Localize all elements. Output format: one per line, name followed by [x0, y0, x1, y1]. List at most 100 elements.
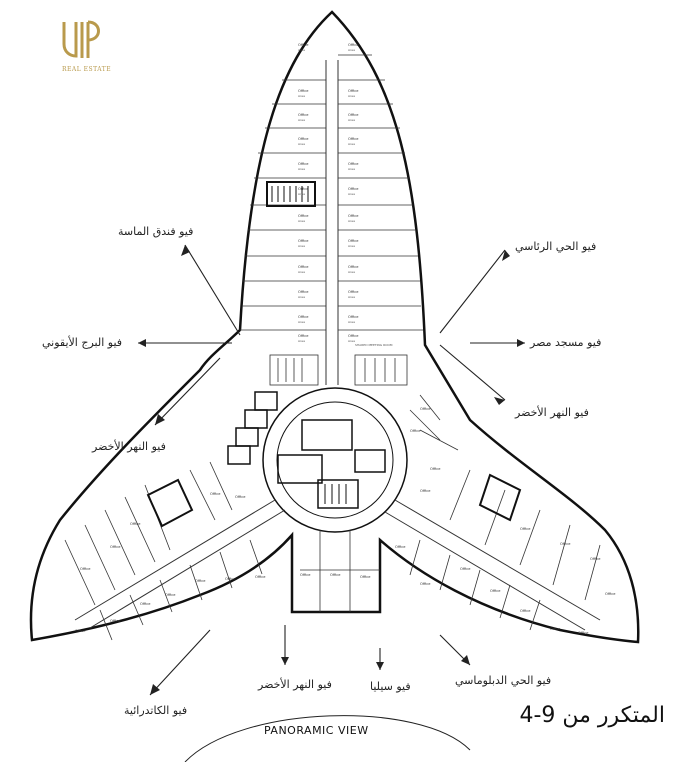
restroom-block — [269, 354, 408, 386]
office-label: Office — [410, 429, 421, 433]
office-label: Office — [75, 629, 86, 633]
office-area-label: Area — [298, 94, 305, 98]
office-area-label: Area — [298, 244, 305, 248]
office-area-label: Area — [298, 320, 305, 324]
office-label: Office — [348, 290, 359, 294]
office-label: Office — [348, 239, 359, 243]
office-label: Office — [298, 290, 309, 294]
office-label: Office — [460, 567, 471, 571]
office-label: Office — [298, 113, 309, 117]
office-area-label: Area — [348, 320, 355, 324]
office-label: Office — [348, 162, 359, 166]
office-area-label: Area — [298, 339, 305, 343]
office-area-label: Area — [348, 48, 355, 52]
office-area-label: Area — [298, 167, 305, 171]
top-wing-corridor — [325, 60, 339, 385]
view-label-diplomatic-district: فيو الحي الدبلوماسي — [455, 674, 552, 687]
panoramic-arc — [184, 715, 471, 762]
stair-left — [146, 478, 194, 528]
view-label-green-river-bottom: فيو النهر الأخضر — [258, 678, 332, 691]
view-label-iconic-tower: فيو البرج الأيقوني — [42, 336, 123, 349]
bottom-wing-offices — [300, 530, 380, 612]
office-label: Office — [590, 557, 601, 561]
office-label: Office — [298, 265, 309, 269]
office-label: Office — [420, 407, 431, 411]
office-area-label: Area — [298, 142, 305, 146]
office-label: Office — [348, 334, 359, 338]
office-label: Office — [395, 545, 406, 549]
office-label: Office — [298, 334, 309, 338]
view-label-cathedral: فيو الكاتدرائية — [124, 704, 188, 717]
office-area-label: Area — [348, 339, 355, 343]
view-label-green-river-right: فيو النهر الأخضر — [515, 406, 589, 419]
office-label: Office — [348, 137, 359, 141]
office-label: Office — [298, 43, 309, 47]
view-label-diamond-hotel: فيو فندق الماسة — [118, 225, 194, 238]
office-label: Office — [420, 489, 431, 493]
view-arrows — [138, 244, 525, 696]
office-label: Office — [490, 589, 501, 593]
office-area-label: Area — [348, 167, 355, 171]
office-area-label: Area — [348, 142, 355, 146]
office-area-label: Area — [298, 48, 305, 52]
stair-right — [478, 473, 522, 522]
office-label: Office — [348, 113, 359, 117]
left-wing-offices — [64, 461, 263, 641]
building-outline — [29, 10, 640, 644]
office-area-label: Area — [298, 192, 305, 196]
left-wing-corridor — [74, 499, 286, 629]
panoramic-view-label: PANORAMIC VIEW — [264, 724, 369, 737]
office-label: Office — [348, 214, 359, 218]
office-label: Office — [298, 315, 309, 319]
office-label: Office — [348, 315, 359, 319]
office-label: Office — [110, 545, 121, 549]
logo-mark — [60, 18, 108, 71]
office-label: Office — [550, 627, 561, 631]
company-logo: REAL ESTATE — [52, 18, 116, 80]
office-label: Office — [520, 609, 531, 613]
office-label: Office — [348, 265, 359, 269]
office-area-label: Area — [298, 219, 305, 223]
office-label: Office — [330, 573, 341, 577]
office-area-label: Area — [348, 94, 355, 98]
office-area-label: Area — [348, 219, 355, 223]
view-label-egypt-mosque: فيو مسجد مصر — [530, 336, 602, 349]
office-label: Office — [235, 495, 246, 499]
arrow-heads — [138, 245, 525, 695]
central-hub — [262, 387, 408, 533]
office-area-label: Area — [298, 295, 305, 299]
office-label: Office — [298, 239, 309, 243]
view-label-green-river-left: فيو النهر الأخضر — [92, 440, 166, 453]
office-area-label: Area — [298, 118, 305, 122]
office-label: Office — [225, 577, 236, 581]
office-label: Office — [298, 187, 309, 191]
office-label: Office — [348, 89, 359, 93]
office-area-label: Area — [348, 270, 355, 274]
stair-top — [266, 181, 316, 207]
office-label: Office — [348, 43, 359, 47]
office-label: Office — [578, 631, 589, 635]
office-label: Office — [360, 575, 371, 579]
top-wing-offices-left — [240, 79, 326, 331]
office-label: Office — [430, 467, 441, 471]
office-label: Office — [298, 214, 309, 218]
office-label: Office — [110, 619, 121, 623]
office-area-label: Area — [348, 295, 355, 299]
office-label: Office — [80, 567, 91, 571]
office-label: Office — [520, 527, 531, 531]
right-wing-offices — [409, 394, 601, 631]
office-label: Office — [298, 162, 309, 166]
office-label: Office — [348, 187, 359, 191]
meeting-room-label: SHARED MEETING ROOM — [355, 343, 393, 347]
elevator-bank-left — [227, 391, 278, 465]
view-label-cinema: فيو سيليا — [370, 680, 411, 693]
office-label: Office — [300, 573, 311, 577]
office-label: Office — [298, 89, 309, 93]
office-label: Office — [255, 575, 266, 579]
office-label: Office — [560, 542, 571, 546]
office-label: Office — [130, 522, 141, 526]
office-label: Office — [605, 592, 616, 596]
floor-caption: المتكرر من 9-4 — [519, 703, 665, 728]
